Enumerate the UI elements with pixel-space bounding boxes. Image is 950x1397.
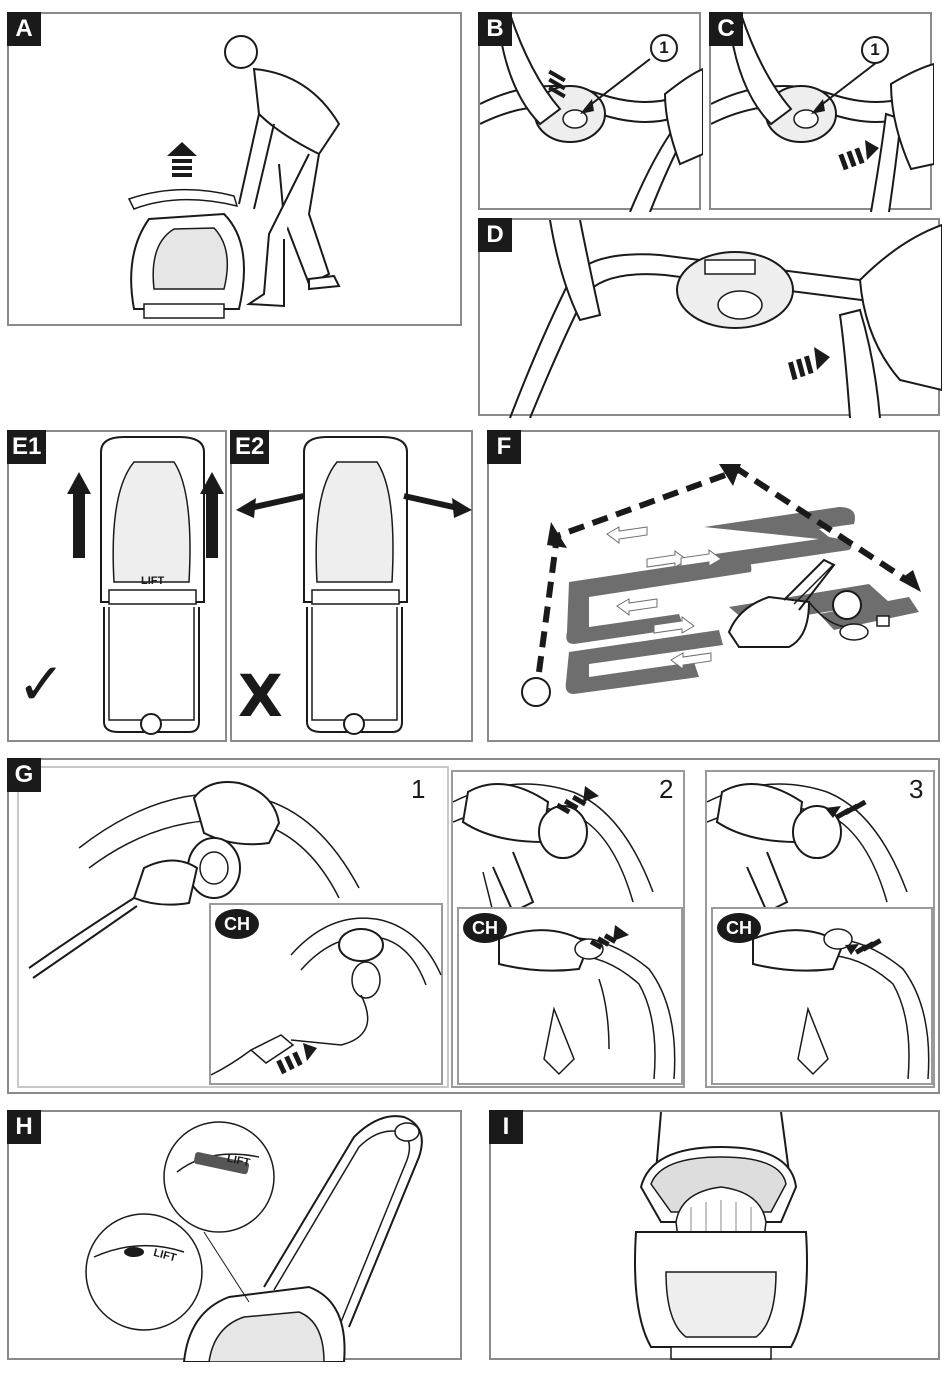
lift-marking: LIFT <box>141 575 164 587</box>
power-source-marker <box>832 590 862 620</box>
up-arrow-icon <box>200 472 224 558</box>
ch-inset: CH <box>457 907 683 1085</box>
dashed-arrow-icon <box>590 925 629 950</box>
panel-label: I <box>489 1110 523 1144</box>
step-number: 3 <box>909 774 923 805</box>
panel-c-illustration <box>711 14 934 212</box>
panel-f-illustration <box>489 432 942 744</box>
ch-inset: CH <box>711 907 933 1085</box>
start-marker <box>521 677 551 707</box>
panel-i: I <box>489 1110 940 1360</box>
panel-g: 1 CH <box>7 758 940 1094</box>
panel-label: H <box>7 1110 41 1144</box>
step-3: 3 CH <box>705 770 935 1088</box>
panel-c: 1 C <box>709 12 932 210</box>
ch-badge: CH <box>215 909 259 939</box>
up-arrow-icon <box>167 142 197 180</box>
panel-f: F <box>487 430 940 742</box>
panel-label: C <box>709 12 743 46</box>
panel-h-illustration: LIFT LIFT <box>9 1112 464 1362</box>
panel-d: D <box>478 218 940 416</box>
right-arrow-icon <box>402 490 472 518</box>
dashed-arrow-icon <box>788 347 830 380</box>
callout-1: 1 <box>650 34 678 62</box>
step-number: 2 <box>659 774 673 805</box>
panel-e1: LIFT ✓ E1 <box>7 430 227 742</box>
ch-inset: CH <box>209 903 443 1085</box>
ch-badge: CH <box>463 913 507 943</box>
step-2: 2 CH <box>451 770 685 1088</box>
panel-a: A <box>7 12 462 326</box>
left-arrow-icon <box>236 490 306 518</box>
up-arrow-icon <box>67 472 91 558</box>
panel-b: 1 B <box>478 12 701 210</box>
step-number: 1 <box>411 774 425 805</box>
panel-label: E2 <box>230 430 269 464</box>
panel-d-illustration <box>480 220 942 418</box>
panel-label: F <box>487 430 521 464</box>
panel-h: LIFT LIFT H <box>7 1110 462 1360</box>
dashed-arrow-icon <box>838 140 879 170</box>
panel-a-illustration <box>9 14 464 328</box>
panel-e2: X E2 <box>230 430 473 742</box>
panel-label: G <box>7 758 41 792</box>
panel-label: B <box>478 12 512 46</box>
step-1: 1 CH <box>17 766 449 1088</box>
callout-1: 1 <box>861 36 889 64</box>
cross-mark-icon: X <box>238 662 283 730</box>
panel-label: A <box>7 12 41 46</box>
check-mark-icon: ✓ <box>17 650 66 718</box>
panel-label: D <box>478 218 512 252</box>
panel-label: E1 <box>7 430 46 464</box>
ch-badge: CH <box>717 913 761 943</box>
panel-i-illustration <box>491 1112 942 1362</box>
